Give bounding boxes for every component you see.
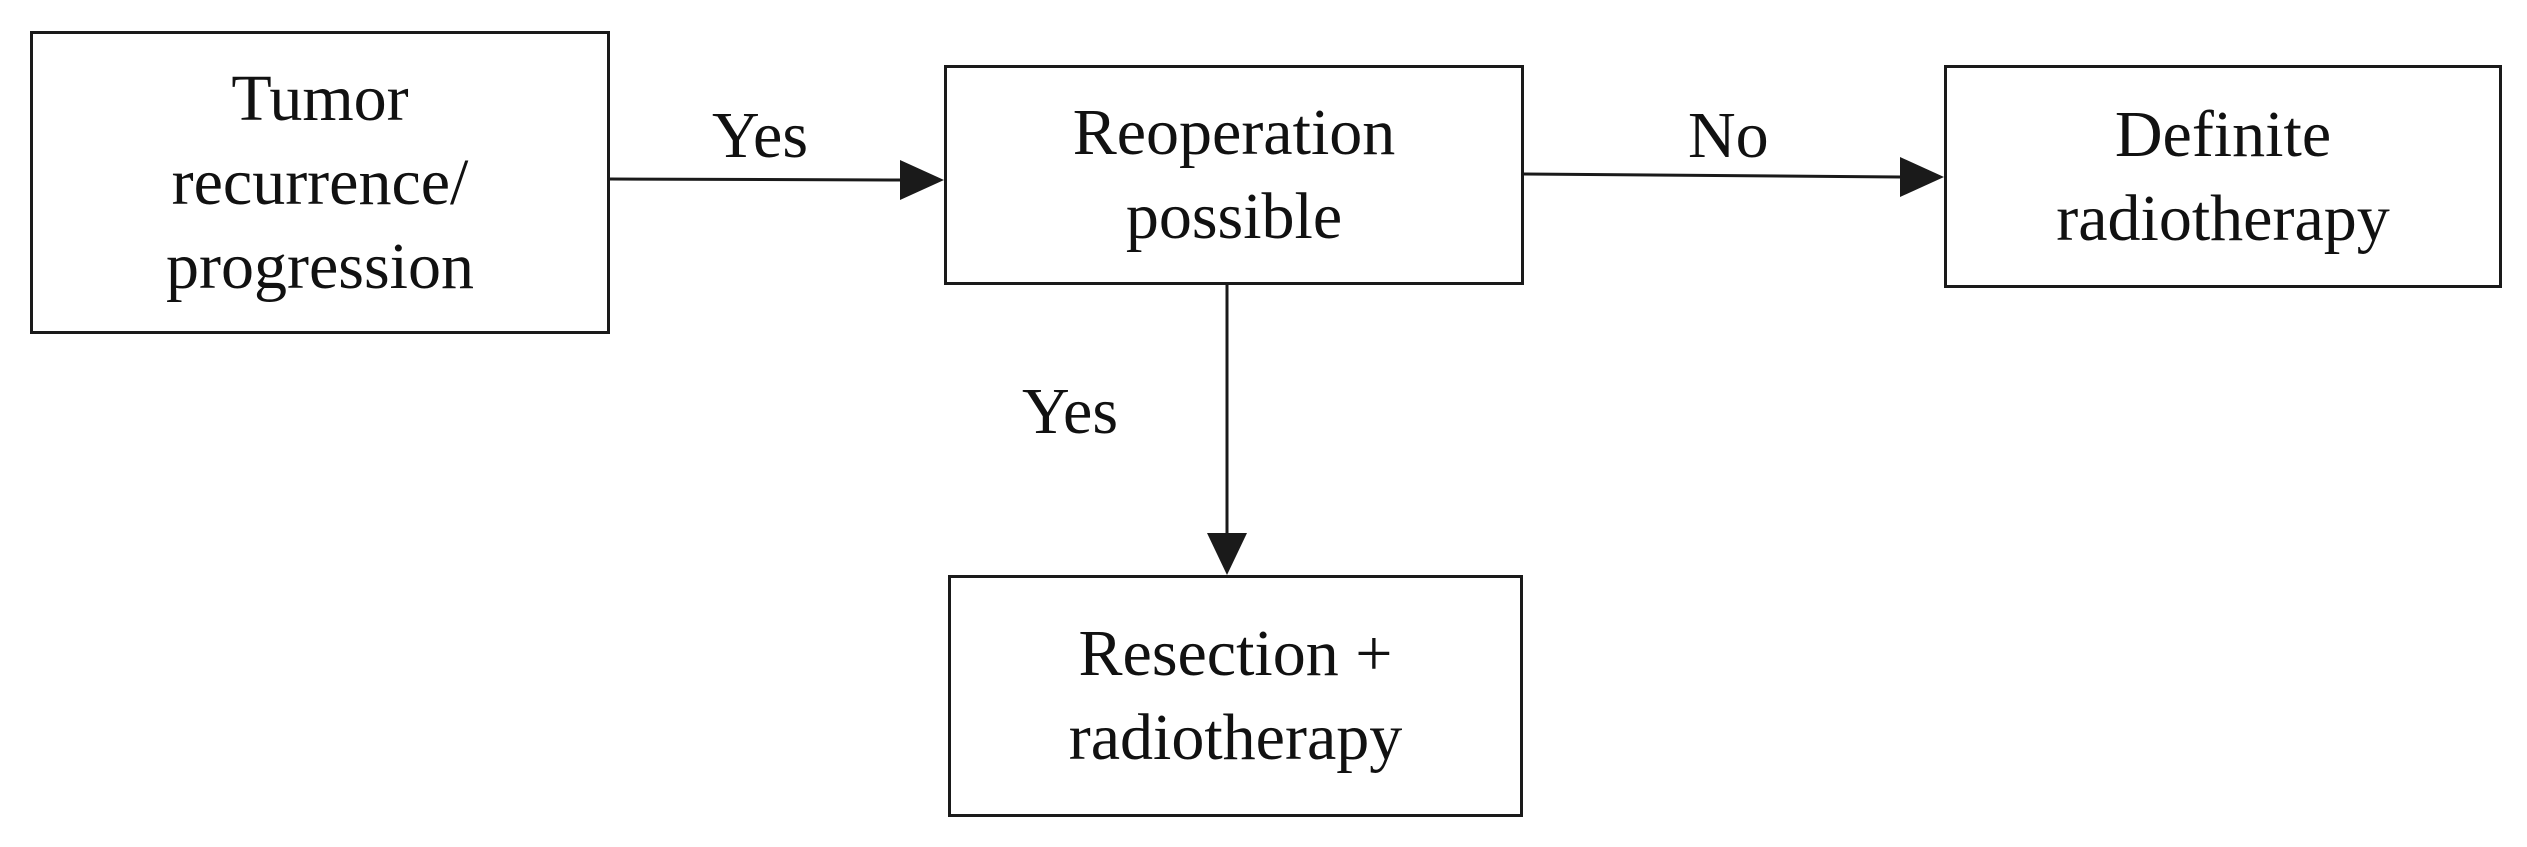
node-tumor-line-1: Tumor [231, 61, 409, 135]
edge-label-yes-tumor-to-reoperation: Yes [712, 99, 809, 172]
node-resection-line-2: radiotherapy [1068, 701, 1403, 774]
node-tumor-line-2: recurrence/ [171, 145, 469, 219]
node-tumor-recurrence: Tumor recurrence/ progression [30, 31, 610, 334]
edge-reoperation-to-resection [1207, 285, 1247, 575]
node-definite-line-2: radiotherapy [2056, 181, 2390, 255]
edge-reoperation-to-definite [1523, 157, 1944, 197]
node-reoperation-possible: Reoperation possible [944, 65, 1524, 285]
edge-tumor-to-reoperation [609, 160, 944, 200]
arrowhead-icon [900, 160, 944, 200]
node-resection-radiotherapy: Resection + radiotherapy [948, 575, 1523, 817]
arrowhead-icon [1900, 157, 1944, 197]
node-definite-radiotherapy: Definite radiotherapy [1944, 65, 2502, 288]
arrowhead-icon [1207, 533, 1247, 575]
node-definite-line-1: Definite [2114, 97, 2332, 171]
edge-label-yes-reoperation-to-resection: Yes [1022, 375, 1119, 448]
node-tumor-line-3: progression [166, 229, 474, 303]
edge-label-no-reoperation-to-definite: No [1688, 99, 1769, 172]
node-reoperation-line-2: possible [1125, 180, 1343, 253]
node-resection-line-1: Resection + [1078, 617, 1393, 690]
node-reoperation-line-1: Reoperation [1072, 96, 1396, 169]
